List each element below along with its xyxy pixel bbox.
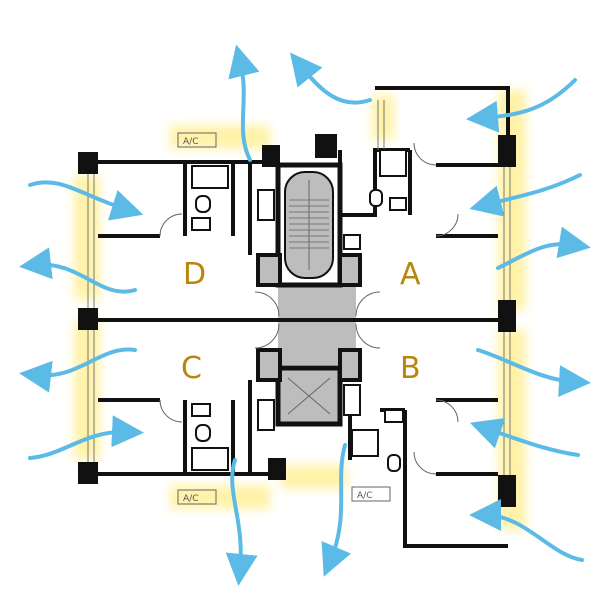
shower-icon: [191, 165, 229, 189]
sink-icon: [191, 217, 211, 231]
sink-icon: [343, 234, 361, 250]
ac-label-bottom-right: A/C: [357, 491, 372, 501]
building-core: [256, 134, 362, 427]
toilet-icon: [195, 195, 211, 213]
unit-label-c: C: [181, 351, 202, 386]
shaft-right-upper: [338, 253, 362, 287]
unit-label-d: D: [183, 257, 206, 292]
airflow-arrows: [19, 44, 591, 586]
airflow-arrow-icon: [28, 415, 144, 460]
airflow-arrow-icon: [225, 458, 258, 586]
shower-icon: [191, 447, 229, 471]
sink-icon: [257, 399, 275, 431]
unit-label-b: B: [400, 351, 421, 386]
highlight-bottom-mid: [282, 465, 347, 489]
sink-icon: [191, 403, 211, 417]
shaft-left-lower: [256, 348, 282, 382]
airflow-arrow-icon: [496, 226, 591, 270]
bathrooms: [191, 149, 407, 472]
unit-labels: D A C B: [181, 257, 421, 386]
unit-label-a: A: [400, 257, 421, 292]
airflow-arrow-icon: [469, 418, 580, 457]
stair-treads: [289, 199, 329, 249]
ac-label-top: A/C: [183, 137, 198, 147]
toilet-icon: [195, 424, 211, 442]
airflow-arrow-icon: [469, 499, 584, 562]
ac-ledge-bottom-right: [351, 486, 391, 502]
highlight-bottom-left-ac: [170, 485, 270, 509]
shaft-top: [315, 134, 337, 158]
airflow-arrow-icon: [28, 180, 144, 221]
elevator-cross-2: [287, 377, 331, 415]
columns: [78, 135, 516, 507]
airflow-arrow-icon: [19, 347, 137, 393]
airflow-arrow-icon: [290, 52, 372, 105]
highlight-top-right: [372, 95, 394, 140]
highlight-top-ac: [170, 125, 270, 149]
ac-ledge-bottom-left: [177, 489, 217, 505]
shower-icon: [379, 149, 407, 177]
airflow-arrow-icon: [19, 247, 137, 294]
airflow-arrow-icon: [476, 348, 591, 398]
shaft-right-lower: [338, 348, 362, 382]
sink-icon: [343, 384, 361, 416]
airflow-arrow-icon: [228, 44, 260, 162]
shaft-left-upper: [256, 253, 282, 287]
airflow-arrow-icon: [466, 78, 577, 133]
airflow-arrow-icon: [469, 173, 582, 217]
sink-icon: [389, 197, 407, 211]
shower-icon: [351, 429, 379, 457]
sink-icon: [384, 409, 404, 423]
ac-ledges: A/C A/C A/C: [177, 132, 391, 505]
ac-label-bottom-left: A/C: [183, 494, 198, 504]
toilet-icon: [369, 189, 383, 207]
sink-icon: [257, 189, 275, 221]
toilet-icon: [387, 454, 401, 472]
ac-ledge-top: [177, 132, 217, 148]
doors: [159, 142, 459, 475]
airflow-arrow-icon: [321, 443, 351, 577]
